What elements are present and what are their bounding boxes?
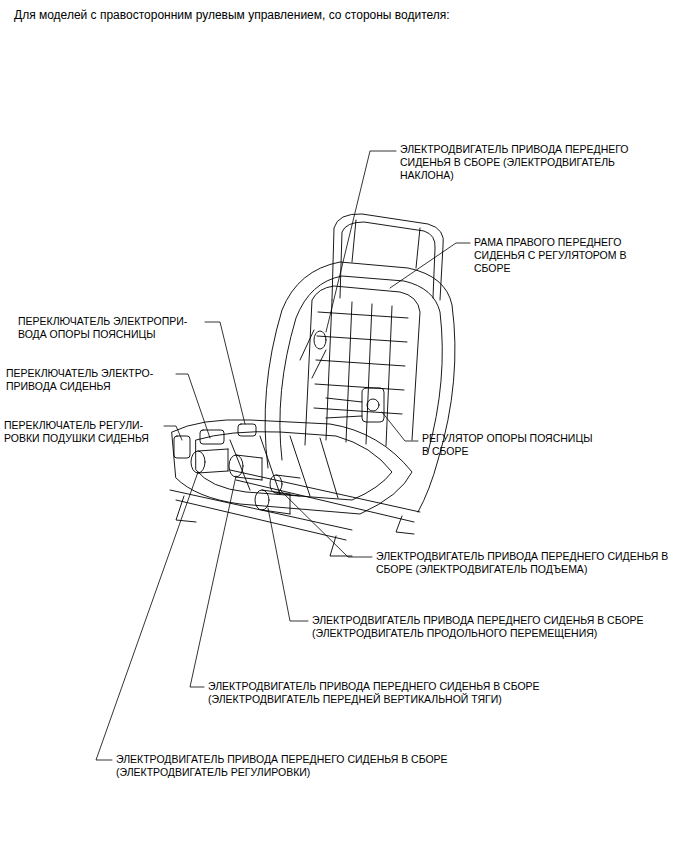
leader-line	[390, 243, 470, 288]
cushion-frame	[196, 432, 392, 500]
seat-switch	[200, 430, 224, 444]
slide-motor	[262, 490, 290, 514]
lumbar-regulator	[367, 399, 379, 411]
leader-line	[382, 412, 418, 441]
cushion-springs	[230, 436, 338, 498]
back-frame	[305, 286, 420, 445]
backrest	[265, 262, 455, 512]
part-label: РАМА ПРАВОГО ПЕРЕДНЕГО СИДЕНЬЯ С РЕГУЛЯТ…	[474, 236, 632, 275]
part-label: РЕГУЛЯТОР ОПОРЫ ПОЯСНИЦЫ В СБОРЕ	[422, 432, 600, 458]
leader-line	[280, 490, 372, 557]
headrest-inner	[340, 222, 435, 298]
leader-line	[326, 151, 396, 332]
part-label: ЭЛЕКТРОДВИГАТЕЛЬ ПРИВОДА ПЕРЕДНЕГО СИДЕН…	[312, 614, 684, 640]
leader-line	[190, 476, 236, 687]
leader-line	[96, 472, 198, 760]
adjust-motor	[191, 451, 205, 473]
part-label: ЭЛЕКТРОДВИГАТЕЛЬ ПРИВОДА ПЕРЕДНЕГО СИДЕН…	[116, 753, 536, 779]
headrest-stays	[352, 220, 420, 268]
part-label: ПЕРЕКЛЮЧАТЕЛЬ РЕГУЛИ- РОВКИ ПОДУШКИ СИДЕ…	[4, 419, 164, 445]
leader-line	[164, 426, 182, 440]
leader-line	[176, 374, 210, 438]
part-label: ПЕРЕКЛЮЧАТЕЛЬ ЭЛЕКТРО- ПРИВОДА СИДЕНЬЯ	[6, 367, 170, 393]
lumbar-switch	[238, 424, 256, 436]
part-label: ЭЛЕКТРОДВИГАТЕЛЬ ПРИВОДА ПЕРЕДНЕГО СИДЕН…	[376, 550, 684, 576]
lumbar-regulator	[362, 388, 384, 422]
leader-line	[205, 322, 245, 424]
part-label: ПЕРЕКЛЮЧАТЕЛЬ ЭЛЕКТРОПРИ- ВОДА ОПОРЫ ПОЯ…	[18, 315, 208, 341]
slide-motor	[255, 490, 269, 510]
leader-line	[268, 508, 308, 621]
lifter-motor	[276, 475, 300, 496]
recline-motor	[300, 330, 326, 378]
lumbar-wire	[326, 398, 362, 418]
recline-motor	[314, 331, 326, 349]
front-vertical-motor	[236, 455, 262, 480]
part-label: ЭЛЕКТРОДВИГАТЕЛЬ ПРИВОДА ПЕРЕДНЕГО СИДЕН…	[208, 680, 628, 706]
seat-cushion	[172, 420, 412, 514]
front-vertical-motor	[229, 455, 243, 477]
part-label: ЭЛЕКТРОДВИГАТЕЛЬ ПРИВОДА ПЕРЕДНЕГО СИДЕН…	[400, 143, 652, 182]
page-title: Для моделей с правосторонним рулевым упр…	[14, 8, 674, 23]
leader-lines	[96, 151, 470, 760]
back-frame-grid	[326, 300, 392, 446]
adjust-motor	[198, 449, 228, 473]
